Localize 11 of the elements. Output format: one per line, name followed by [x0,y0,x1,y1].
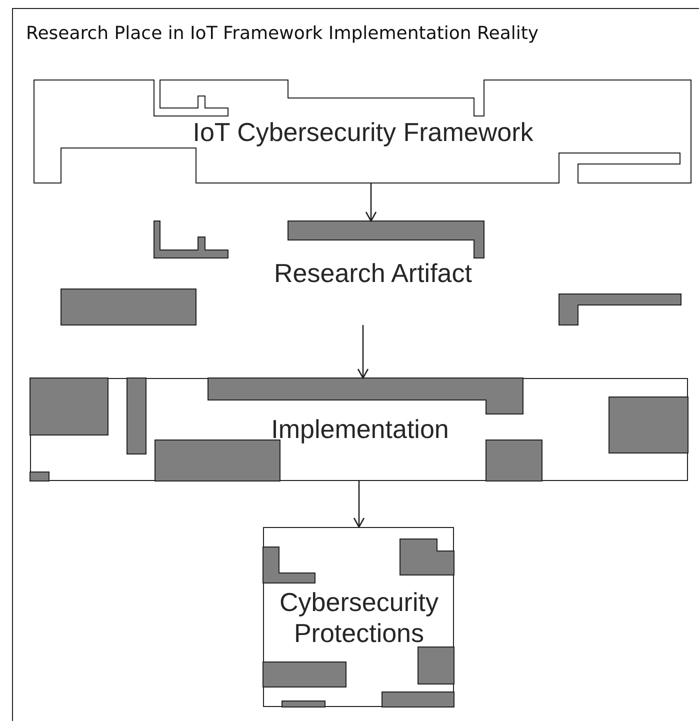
arrow [353,481,365,528]
puzzle-box-drawing [30,378,688,481]
node-label: Research Artifact [273,258,473,289]
arrow [357,325,369,379]
node-label: IoT Cybersecurity Framework [192,117,534,148]
node-label: Cybersecurity Protections [278,587,440,649]
node-label: Implementation [270,414,450,445]
puzzle-box-drawing [263,527,454,707]
diagram-title: Research Place in IoT Framework Implementation Reality [26,23,539,44]
arrow [365,183,377,222]
framework-outline [34,80,691,183]
